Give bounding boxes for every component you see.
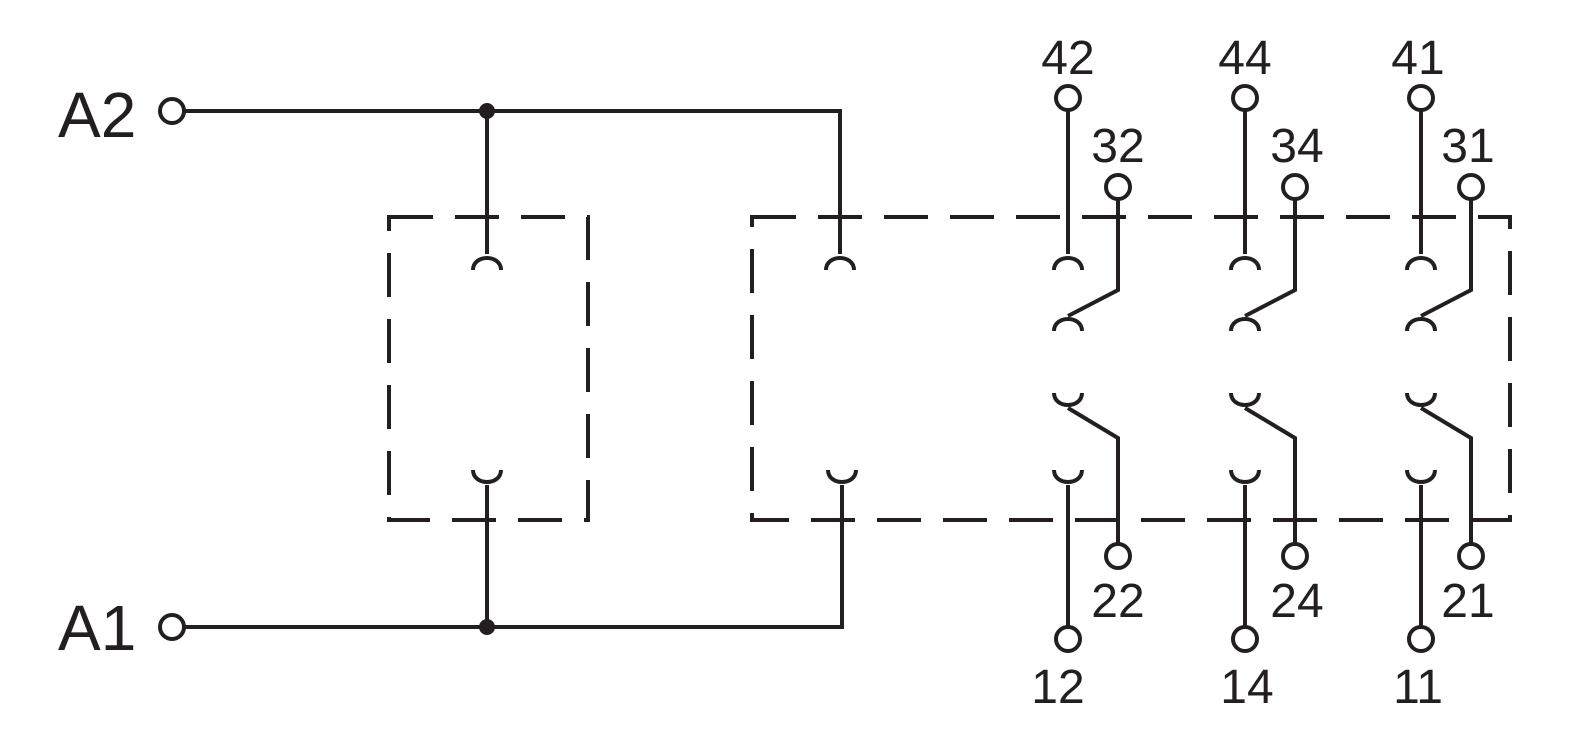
changeover-blade bbox=[1243, 406, 1297, 544]
changeover-blade bbox=[1067, 199, 1120, 318]
supply-wiring bbox=[184, 103, 844, 635]
pin-label: 31 bbox=[1441, 120, 1494, 173]
terminal-circle bbox=[1054, 625, 1082, 653]
coil-enclosure-dashed bbox=[387, 215, 590, 522]
terminal-circle bbox=[1281, 542, 1309, 570]
socket-hook-icon bbox=[1052, 392, 1084, 407]
socket-hooks bbox=[471, 256, 858, 484]
contact-enclosure-dashed bbox=[750, 215, 1512, 522]
changeover-blade bbox=[1420, 199, 1473, 318]
coil-label-a1: A1 bbox=[58, 592, 136, 664]
coil-label-a2: A2 bbox=[58, 79, 136, 151]
socket-hook-icon bbox=[1229, 256, 1261, 271]
pin-label: 32 bbox=[1091, 120, 1144, 173]
socket-hook-icon bbox=[1052, 317, 1084, 332]
socket-hook-icon bbox=[1229, 392, 1261, 407]
junction-dot bbox=[479, 619, 495, 635]
terminal-circle bbox=[1104, 542, 1132, 570]
pin-label: 24 bbox=[1270, 575, 1323, 628]
terminal-circle bbox=[1457, 542, 1485, 570]
terminal-circle bbox=[1231, 625, 1259, 653]
coil-terminal-a1: A1 bbox=[58, 592, 186, 664]
a2-bus-wire bbox=[184, 109, 842, 217]
socket-hook-icon bbox=[1405, 469, 1437, 484]
terminal-circle bbox=[158, 613, 186, 641]
socket-hook-icon bbox=[1229, 469, 1261, 484]
terminal-circle bbox=[158, 97, 186, 125]
contact-group-3: 41 31 21 11 bbox=[1391, 32, 1494, 714]
socket-hook-icon bbox=[471, 469, 503, 484]
contact-group-1: 42 32 22 12 bbox=[1031, 32, 1144, 714]
a1-bus-wire bbox=[184, 520, 844, 629]
socket-hook-icon bbox=[1052, 469, 1084, 484]
socket-hook-icon bbox=[1229, 317, 1261, 332]
changeover-blade bbox=[1244, 199, 1297, 318]
terminal-circle bbox=[1407, 625, 1435, 653]
pin-label: 12 bbox=[1031, 661, 1084, 714]
pin-label: 11 bbox=[1393, 661, 1443, 714]
socket-hook-icon bbox=[471, 256, 503, 271]
pin-label: 34 bbox=[1270, 120, 1323, 173]
junction-dot bbox=[479, 103, 495, 119]
terminal-circle bbox=[1104, 173, 1132, 201]
coil-terminal-a2: A2 bbox=[58, 79, 186, 151]
pin-label: 44 bbox=[1218, 32, 1271, 85]
socket-hook-icon bbox=[826, 469, 858, 484]
pin-label: 42 bbox=[1041, 32, 1094, 85]
contact-group-2: 44 34 24 14 bbox=[1218, 32, 1323, 714]
pin-label: 14 bbox=[1220, 661, 1273, 714]
socket-hook-icon bbox=[1405, 256, 1437, 271]
pin-label: 21 bbox=[1441, 575, 1494, 628]
socket-hook-icon bbox=[824, 256, 856, 271]
socket-hook-icon bbox=[1405, 392, 1437, 407]
pin-label: 41 bbox=[1391, 32, 1444, 85]
terminal-circle bbox=[1231, 84, 1259, 112]
changeover-blade bbox=[1419, 406, 1473, 544]
socket-hook-icon bbox=[1405, 317, 1437, 332]
socket-hook-icon bbox=[1052, 256, 1084, 271]
terminal-circle bbox=[1457, 173, 1485, 201]
terminal-circle bbox=[1281, 173, 1309, 201]
terminal-circle bbox=[1054, 84, 1082, 112]
changeover-blade bbox=[1066, 406, 1120, 544]
terminal-circle bbox=[1407, 84, 1435, 112]
pin-label: 22 bbox=[1091, 575, 1144, 628]
